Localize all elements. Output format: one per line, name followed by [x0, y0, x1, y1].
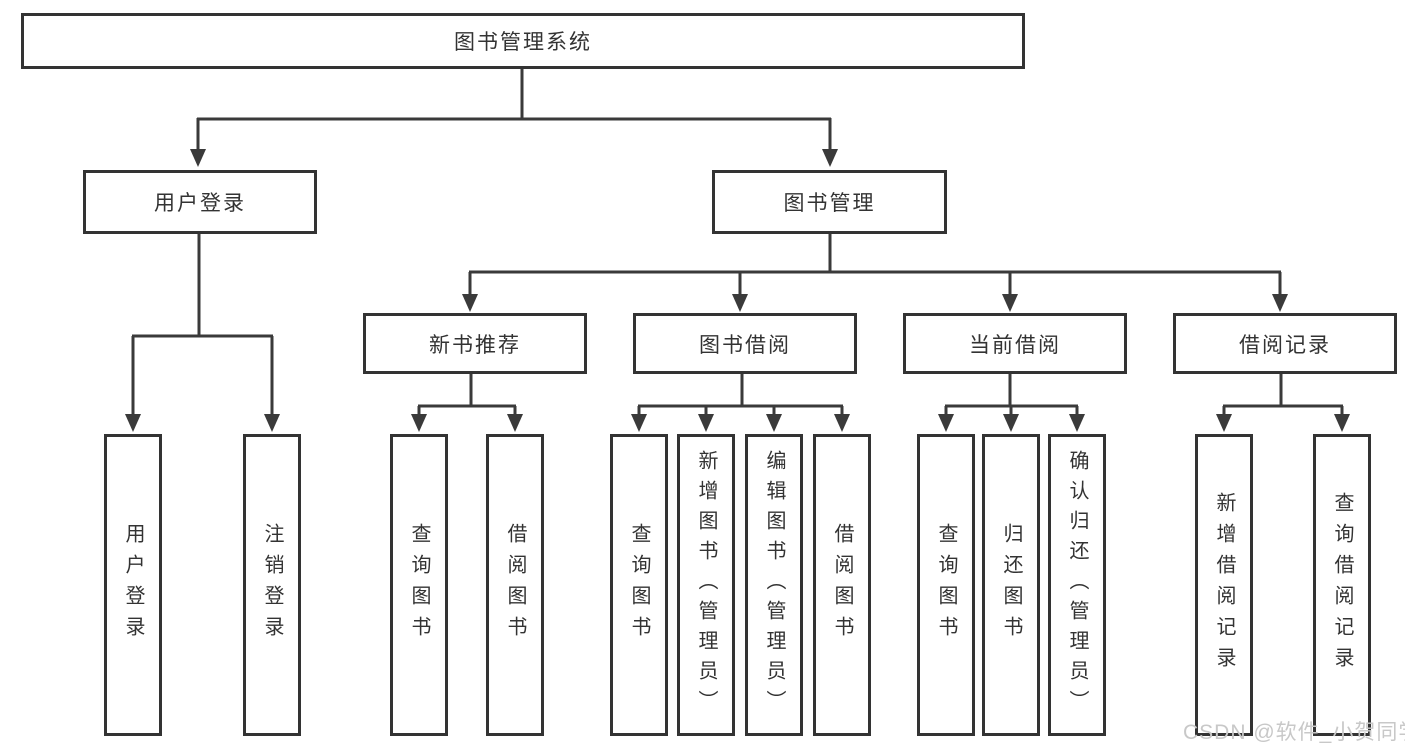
leaf-current-query-books: 查询图书 [917, 434, 975, 736]
leaf-records-add-borrow-record: 新增借阅记录 [1195, 434, 1253, 736]
node-current-borrowing: 当前借阅 [903, 313, 1127, 374]
leaf-records-query-borrow-record: 查询借阅记录 [1313, 434, 1371, 736]
leaf-current-return-books: 归还图书 [982, 434, 1040, 736]
leaf-borrowing-edit-books-admin: 编辑图书（管理员） [745, 434, 803, 736]
leaf-newbook-borrow-books: 借阅图书 [486, 434, 544, 736]
leaf-borrowing-borrow-books: 借阅图书 [813, 434, 871, 736]
node-borrowing-records: 借阅记录 [1173, 313, 1397, 374]
leaf-borrowing-query-books: 查询图书 [610, 434, 668, 736]
leaf-logout-login: 注销登录 [243, 434, 301, 736]
leaf-borrowing-add-books-admin: 新增图书（管理员） [677, 434, 735, 736]
csdn-watermark: CSDN @软件_小贺同学 [1183, 721, 1405, 744]
leaf-user-login: 用户登录 [104, 434, 162, 736]
node-library-system: 图书管理系统 [21, 13, 1025, 69]
node-book-borrowing: 图书借阅 [633, 313, 857, 374]
node-new-book-recommend: 新书推荐 [363, 313, 587, 374]
leaf-current-confirm-return-admin: 确认归还（管理员） [1048, 434, 1106, 736]
node-book-management: 图书管理 [712, 170, 947, 234]
node-user-login: 用户登录 [83, 170, 317, 234]
leaf-newbook-query-books: 查询图书 [390, 434, 448, 736]
